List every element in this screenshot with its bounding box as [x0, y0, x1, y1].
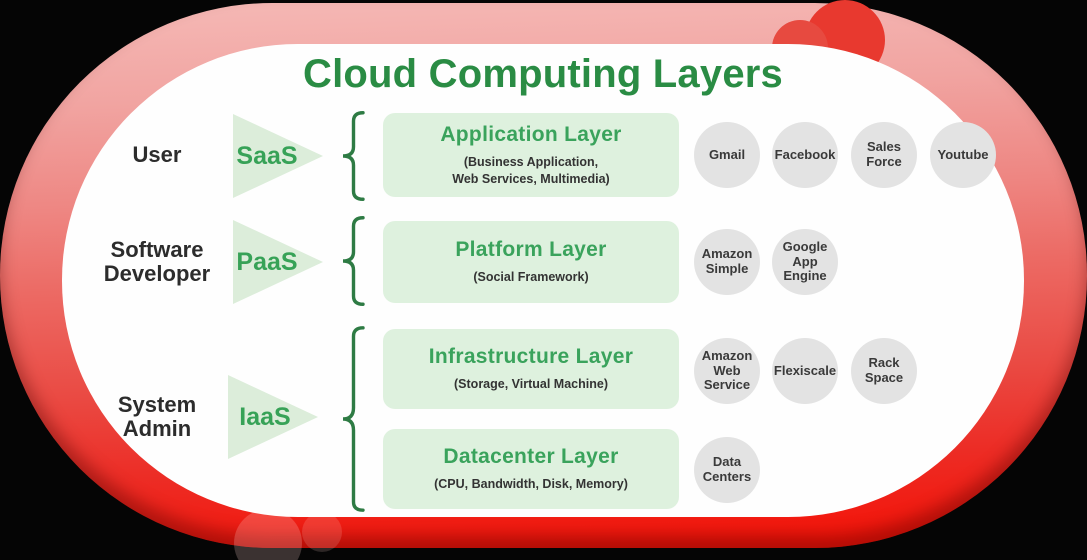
service-label-saas: SaaS — [236, 142, 298, 170]
layer-box-datacenter: Datacenter Layer (CPU, Bandwidth, Disk, … — [383, 429, 679, 509]
layer-title-infrastructure: Infrastructure Layer — [428, 345, 634, 369]
example-circle-sales-force: Sales Force — [851, 122, 917, 188]
light-red-blob-1 — [234, 509, 302, 560]
layer-box-infrastructure: Infrastructure Layer (Storage, Virtual M… — [383, 329, 679, 409]
layer-subtitle-datacenter: (CPU, Bandwidth, Disk, Memory) — [434, 477, 628, 492]
layer-title-application: Application Layer — [440, 123, 622, 147]
layer-subtitle-platform: (Social Framework) — [473, 270, 589, 285]
example-circle-gmail: Gmail — [694, 122, 760, 188]
role-label-system-admin: System Admin — [117, 392, 197, 441]
brace-icon-iaas — [336, 325, 366, 513]
layer-title-datacenter: Datacenter Layer — [443, 445, 619, 469]
example-circle-facebook: Facebook — [772, 122, 838, 188]
example-circle-google-app-engine: Google App Engine — [772, 229, 838, 295]
example-circle-data-centers: Data Centers — [694, 437, 760, 503]
layer-subtitle-infrastructure: (Storage, Virtual Machine) — [454, 377, 608, 392]
example-circle-amazon-web-service: Amazon Web Service — [694, 338, 760, 404]
role-label-user: User — [132, 142, 182, 167]
example-circle-rack-space: Rack Space — [851, 338, 917, 404]
layer-subtitle-application: (Business Application, Web Services, Mul… — [452, 155, 610, 186]
brace-icon-saas — [336, 110, 366, 202]
layer-title-platform: Platform Layer — [455, 238, 607, 262]
example-circle-flexiscale: Flexiscale — [772, 338, 838, 404]
brace-icon-paas — [336, 215, 366, 307]
service-label-iaas: IaaS — [239, 403, 291, 431]
layer-box-application: Application Layer (Business Application,… — [383, 113, 679, 197]
light-red-blob-2 — [302, 512, 342, 552]
service-label-paas: PaaS — [236, 248, 298, 276]
example-circle-amazon-simple: Amazon Simple — [694, 229, 760, 295]
page-title: Cloud Computing Layers — [303, 52, 783, 96]
layer-box-platform: Platform Layer (Social Framework) — [383, 221, 679, 303]
example-circle-youtube: Youtube — [930, 122, 996, 188]
role-label-software-developer: Software Developer — [103, 237, 211, 286]
